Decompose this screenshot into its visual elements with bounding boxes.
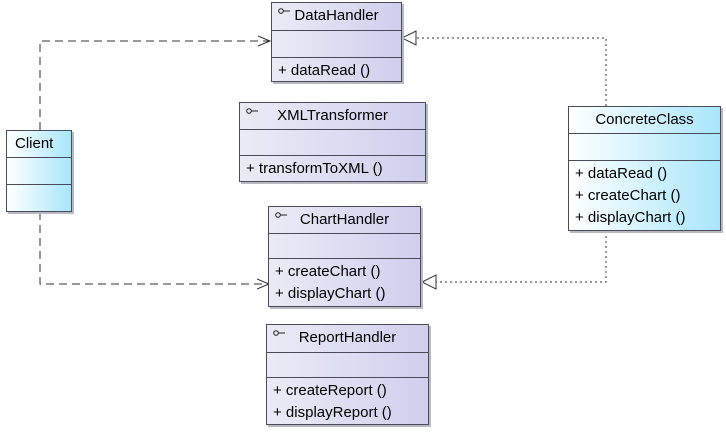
interface-icon bbox=[246, 108, 258, 114]
charthandler-interface[interactable]: ChartHandler + createChart () + displayC… bbox=[268, 206, 421, 307]
concreteclass-class[interactable]: ConcreteClass + dataRead () + createChar… bbox=[568, 106, 721, 231]
charthandler-name-compartment: ChartHandler bbox=[269, 207, 420, 234]
attributes-compartment bbox=[267, 353, 428, 378]
datahandler-name-compartment: DataHandler bbox=[272, 3, 401, 31]
operation: + dataRead () bbox=[278, 62, 371, 79]
interface-icon bbox=[273, 330, 285, 336]
operation: + createChart () bbox=[575, 187, 681, 204]
operation: + dataRead () bbox=[575, 165, 668, 182]
class-name: DataHandler bbox=[294, 7, 379, 24]
operations-compartment: + createChart () + displayChart () bbox=[269, 259, 420, 305]
operation: + createReport () bbox=[273, 382, 387, 399]
class-name: ReportHandler bbox=[298, 329, 397, 346]
operation: + transformToXML () bbox=[246, 160, 383, 177]
reporthandler-interface[interactable]: ReportHandler + createReport () + displa… bbox=[266, 324, 429, 425]
class-name: Client bbox=[15, 135, 54, 152]
attributes-compartment bbox=[272, 31, 401, 58]
realization-concrete-charthandler bbox=[436, 231, 607, 283]
attributes-compartment bbox=[240, 130, 425, 156]
attributes-compartment bbox=[569, 134, 720, 161]
interface-icon bbox=[275, 212, 287, 218]
client-class[interactable]: Client bbox=[6, 130, 72, 212]
operations-compartment bbox=[7, 185, 71, 211]
operation: + displayChart () bbox=[575, 209, 686, 226]
dependency-client-datahandler bbox=[39, 40, 269, 130]
class-name: ConcreteClass bbox=[595, 111, 694, 128]
dependency-client-charthandler bbox=[39, 212, 268, 285]
operation: + createChart () bbox=[275, 263, 381, 280]
class-name: XMLTransformer bbox=[277, 107, 388, 124]
reporthandler-name-compartment: ReportHandler bbox=[267, 325, 428, 353]
operations-compartment: + transformToXML () bbox=[240, 156, 425, 180]
realization-concrete-datahandler bbox=[416, 37, 607, 106]
xmltransformer-interface[interactable]: XMLTransformer + transformToXML () bbox=[239, 102, 426, 182]
interface-icon bbox=[278, 8, 290, 14]
dependency-arrowhead bbox=[257, 35, 272, 47]
realization-triangle bbox=[420, 274, 437, 290]
attributes-compartment bbox=[7, 158, 71, 185]
attributes-compartment bbox=[269, 234, 420, 259]
concreteclass-name-compartment: ConcreteClass bbox=[569, 107, 720, 134]
operations-compartment: + createReport () + displayReport () bbox=[267, 378, 428, 424]
operations-compartment: + dataRead () + createChart () + display… bbox=[569, 161, 720, 229]
operations-compartment: + dataRead () bbox=[272, 58, 401, 82]
operation: + displayChart () bbox=[275, 285, 386, 302]
operation: + displayReport () bbox=[273, 404, 392, 421]
xmltransformer-name-compartment: XMLTransformer bbox=[240, 103, 425, 130]
datahandler-interface[interactable]: DataHandler + dataRead () bbox=[271, 2, 402, 82]
class-name: ChartHandler bbox=[299, 211, 390, 228]
client-name-compartment: Client bbox=[7, 131, 71, 158]
realization-triangle bbox=[400, 30, 417, 46]
